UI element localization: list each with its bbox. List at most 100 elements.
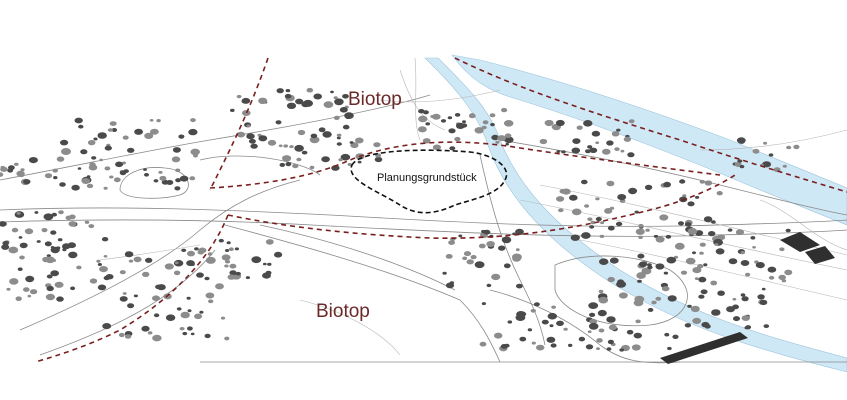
tree-cluster <box>678 221 684 226</box>
tree-cluster <box>56 156 65 162</box>
biotop-boundary-south <box>227 174 736 239</box>
tree-cluster <box>147 331 153 335</box>
tree-cluster <box>737 159 743 163</box>
tree-cluster <box>124 251 134 258</box>
tree-cluster <box>289 145 294 149</box>
tree-cluster <box>199 310 204 314</box>
tree-cluster <box>122 135 129 140</box>
tree-cluster <box>46 274 53 279</box>
tree-cluster <box>224 259 231 264</box>
tree-cluster <box>483 229 491 235</box>
biotop-boundaries <box>34 57 847 363</box>
tree-cluster <box>530 308 536 313</box>
tree-cluster <box>703 263 708 267</box>
tree-cluster <box>374 156 383 163</box>
tree-cluster <box>336 136 341 140</box>
tree-cluster <box>536 344 545 351</box>
tree-cluster <box>274 251 283 258</box>
tree-cluster <box>486 283 492 288</box>
tree-cluster <box>634 210 639 214</box>
tree-cluster <box>23 287 30 292</box>
tree-cluster <box>633 332 642 339</box>
tree-cluster <box>152 334 162 342</box>
tree-cluster <box>97 284 107 291</box>
tree-cluster <box>607 225 615 231</box>
tree-cluster <box>587 217 593 221</box>
tree-cluster <box>449 146 456 151</box>
tree-cluster <box>156 119 161 123</box>
tree-cluster <box>692 317 702 324</box>
tree-cluster <box>0 165 5 169</box>
tree-cluster <box>286 102 297 110</box>
tree-cluster <box>99 266 108 273</box>
tree-cluster <box>86 175 91 178</box>
tree-cluster <box>581 179 588 185</box>
tree-cluster <box>330 90 334 94</box>
tree-cluster <box>349 141 354 144</box>
tree-cluster <box>635 319 641 324</box>
tree-cluster <box>699 242 706 247</box>
tree-cluster <box>59 182 66 187</box>
tree-cluster <box>267 139 277 146</box>
tree-cluster <box>50 270 59 277</box>
tree-cluster <box>617 279 624 285</box>
tree-cluster <box>711 220 716 224</box>
tree-cluster <box>666 256 677 264</box>
tree-cluster <box>422 138 431 144</box>
tree-cluster <box>46 285 54 292</box>
tree-cluster <box>587 145 593 149</box>
tree-cluster <box>176 307 182 311</box>
biotop-boundary-river <box>454 57 847 193</box>
tree-cluster <box>599 234 605 238</box>
tree-cluster <box>150 128 159 135</box>
tree-cluster <box>99 158 103 162</box>
tree-cluster <box>127 147 135 153</box>
tree-cluster <box>531 341 536 345</box>
tree-cluster <box>221 254 231 261</box>
tree-cluster <box>355 137 364 144</box>
tree-cluster <box>576 125 583 130</box>
tree-cluster <box>490 123 495 127</box>
tree-cluster <box>556 150 561 153</box>
tree-cluster <box>661 286 670 292</box>
tree-cluster <box>357 160 362 164</box>
tree-cluster <box>236 131 246 138</box>
tree-cluster <box>103 254 108 258</box>
tree-cluster <box>245 276 250 280</box>
tree-cluster <box>672 334 679 339</box>
tree-cluster <box>759 299 768 306</box>
tree-cluster <box>93 137 98 141</box>
tree-cluster <box>57 238 63 242</box>
tree-cluster <box>36 240 41 243</box>
tree-cluster <box>342 94 349 99</box>
tree-cluster <box>664 332 670 337</box>
tree-cluster <box>124 334 132 339</box>
tree-cluster <box>153 313 160 318</box>
biotop-boundary-southwest <box>34 214 229 363</box>
tree-cluster <box>445 254 453 259</box>
tree-cluster <box>15 296 22 302</box>
tree-cluster <box>781 279 787 283</box>
tree-cluster <box>215 283 224 290</box>
tree-cluster <box>733 316 740 322</box>
tree-cluster <box>752 246 756 249</box>
tree-cluster <box>561 150 566 154</box>
tree-cluster <box>113 177 121 183</box>
tree-cluster <box>785 228 791 233</box>
tree-cluster <box>608 324 617 331</box>
tree-cluster <box>568 343 573 347</box>
tree-cluster <box>611 131 620 137</box>
tree-cluster <box>641 267 652 275</box>
tree-cluster <box>104 166 111 171</box>
tree-cluster <box>127 303 135 309</box>
tree-cluster <box>462 120 466 124</box>
tree-cluster <box>309 136 320 144</box>
tree-cluster <box>164 263 174 270</box>
tree-cluster <box>128 259 134 263</box>
tree-cluster <box>235 271 241 276</box>
tree-cluster <box>703 216 713 223</box>
tree-cluster <box>692 267 702 274</box>
tree-cluster <box>556 320 564 326</box>
tree-cluster <box>556 196 565 202</box>
tree-cluster <box>188 128 198 136</box>
